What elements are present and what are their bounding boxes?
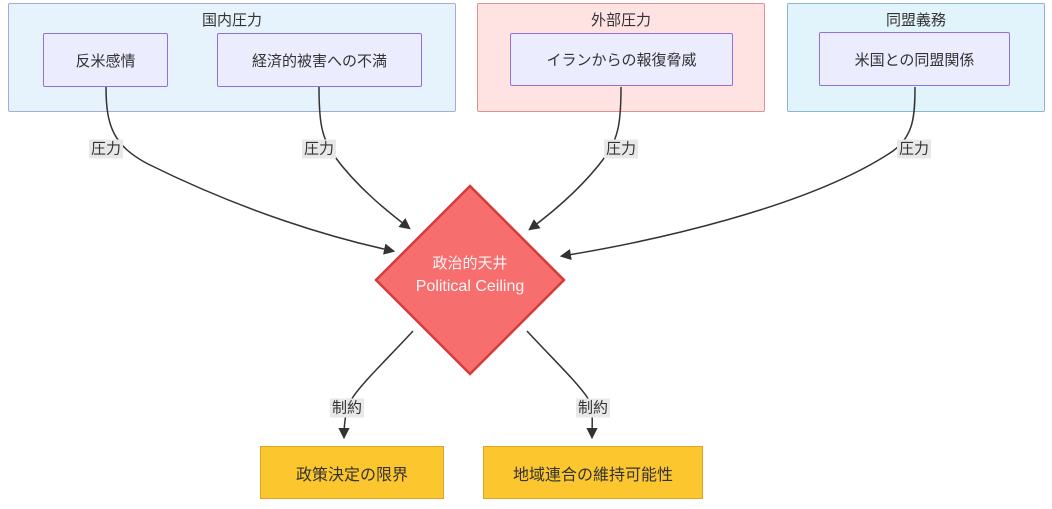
node-antiamerican-sentiment: 反米感情: [43, 33, 168, 87]
node-us-alliance-relationship-label: 米国との同盟関係: [854, 51, 975, 69]
node-us-alliance-relationship: 米国との同盟関係: [819, 32, 1010, 86]
edge-ceiling-to-policy-limit: [338, 330, 414, 440]
edge-alliance-to-ceiling: [559, 86, 916, 261]
edge-label-constraint-1: 制約: [329, 398, 365, 418]
node-policy-decision-limit-label: 政策決定の限界: [295, 466, 408, 484]
node-economic-damage-discontent-label: 経済的被害への不満: [251, 52, 387, 70]
edge-label-pressure-4: 圧力: [896, 139, 932, 159]
edge-antiamerican-to-ceiling: [105, 86, 396, 255]
subgraph-alliance-obligation-title: 同盟義務: [885, 12, 946, 29]
node-antiamerican-sentiment-label: 反米感情: [75, 52, 136, 70]
node-regional-coalition-sustainability: 地域連合の維持可能性: [483, 446, 703, 499]
edge-label-constraint-2: 制約: [575, 398, 611, 418]
node-regional-coalition-sustainability-label: 地域連合の維持可能性: [512, 466, 673, 484]
subgraph-external-pressure-title: 外部圧力: [590, 12, 651, 29]
edge-ceiling-to-coalition: [526, 330, 598, 440]
node-iran-retaliation-threat: イランからの報復脅威: [510, 33, 733, 86]
edge-label-pressure-2: 圧力: [301, 139, 337, 159]
node-policy-decision-limit: 政策決定の限界: [260, 446, 444, 499]
diamond-political-ceiling: [374, 184, 566, 376]
subgraph-domestic-pressure-title: 国内圧力: [201, 12, 262, 29]
edge-label-pressure-1: 圧力: [88, 139, 124, 159]
node-iran-retaliation-threat-label: イランからの報復脅威: [546, 52, 697, 69]
node-economic-damage-discontent: 経済的被害への不満: [217, 33, 422, 87]
edge-label-pressure-3: 圧力: [603, 139, 639, 159]
